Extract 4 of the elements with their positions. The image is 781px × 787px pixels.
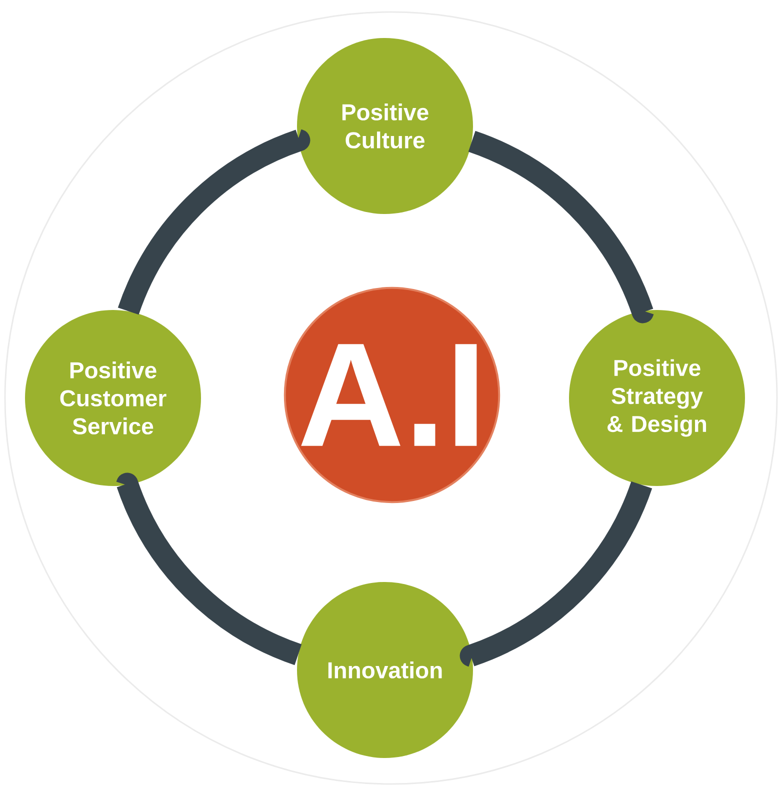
- ring-segment: [116, 472, 302, 665]
- ring-segment: [118, 129, 310, 316]
- ring-segment: [460, 480, 652, 667]
- ring-segment: [468, 131, 654, 324]
